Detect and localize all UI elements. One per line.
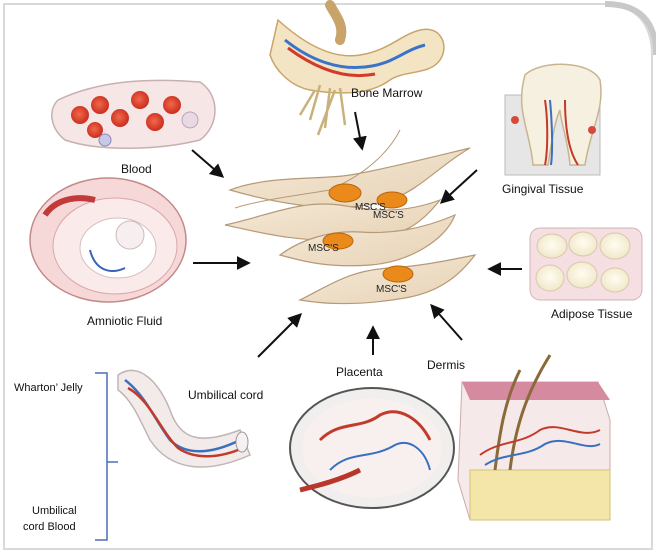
label-gingival-tissue: Gingival Tissue: [502, 182, 583, 196]
label-amniotic-fluid: Amniotic Fluid: [87, 314, 162, 328]
msc-nucleus-1: [329, 184, 361, 202]
amniotic-fluid-illustration: [30, 178, 186, 302]
adipose-tissue-illustration: [530, 228, 642, 300]
placenta-illustration: [290, 388, 454, 508]
msc-nucleus-4: [383, 266, 413, 282]
label-dermis: Dermis: [427, 358, 465, 372]
msc-label-3: MSC'S: [308, 243, 339, 254]
label-cord-blood-line2: cord Blood: [23, 521, 76, 533]
label-cord-blood-line1: Umbilical: [32, 505, 77, 517]
msc-label-4: MSC'S: [376, 284, 407, 295]
label-adipose-tissue: Adipose Tissue: [551, 307, 632, 321]
label-wharton-jelly: Wharton’ Jelly: [14, 382, 83, 394]
label-bone-marrow: Bone Marrow: [351, 86, 422, 100]
label-umbilical-cord: Umbilical cord: [188, 388, 263, 402]
msc-label-2: MSC'S: [373, 210, 404, 221]
label-blood: Blood: [121, 162, 152, 176]
label-placenta: Placenta: [336, 365, 383, 379]
